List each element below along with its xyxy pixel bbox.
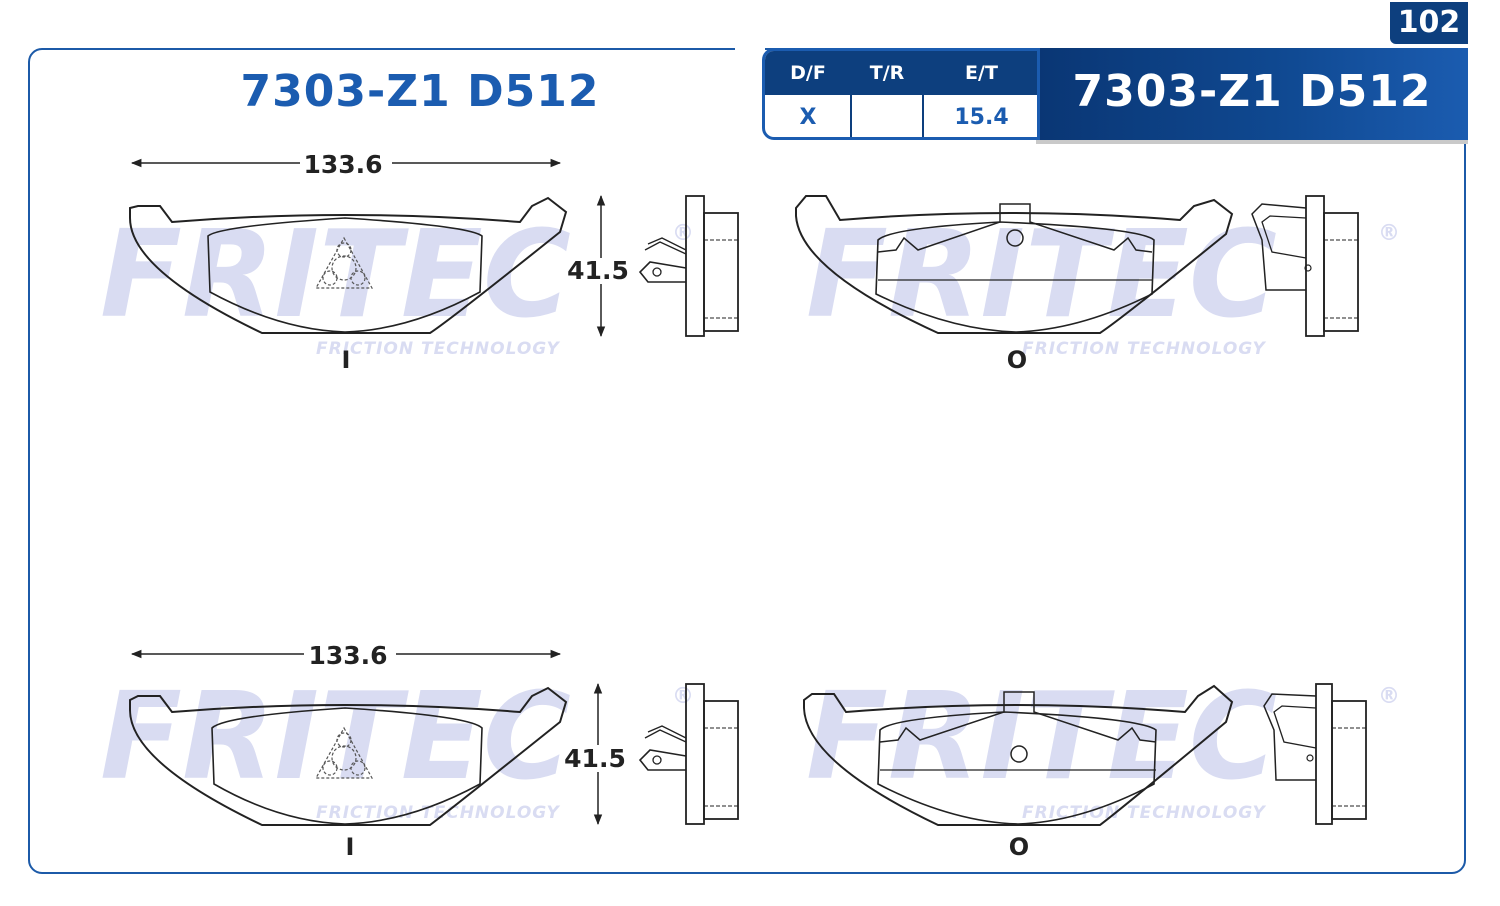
- inner-pad-side-view: [638, 683, 739, 825]
- spec-header-tr: T/R: [869, 62, 905, 84]
- spec-header-df: D/F: [790, 62, 826, 84]
- inner-pad-label: I: [342, 346, 351, 374]
- watermark-bottom-left: FRITEC ® FRICTION TECHNOLOGY: [100, 668, 694, 823]
- watermark-registered: ®: [1378, 221, 1400, 246]
- outer-pad-side-view: [1251, 195, 1359, 337]
- watermark-registered: ®: [672, 684, 694, 709]
- spec-divider: [850, 51, 852, 137]
- width-dimension: 133.6: [130, 641, 562, 670]
- spec-table-header: [765, 51, 1037, 95]
- watermark-tagline: FRICTION TECHNOLOGY: [1022, 339, 1267, 359]
- watermark-brand: FRITEC: [100, 206, 571, 345]
- watermark-tagline: FRICTION TECHNOLOGY: [1022, 803, 1267, 823]
- watermark-top-right: FRITEC ® FRICTION TECHNOLOGY: [806, 206, 1400, 359]
- title-banner: [1036, 48, 1468, 140]
- watermark-brand: FRITEC: [100, 668, 571, 807]
- watermark-registered: ®: [1378, 684, 1400, 709]
- inner-pad-front-view: [129, 196, 568, 334]
- spec-table: D/F T/R E/T X 15.4: [762, 48, 1040, 140]
- width-dimension-value: 133.6: [308, 641, 387, 670]
- spec-header-et: E/T: [965, 62, 998, 84]
- banner-title: 7303-Z1 D512: [1072, 66, 1432, 117]
- spec-divider: [922, 51, 924, 137]
- inner-pad-front-view: [129, 686, 568, 826]
- height-dimension-value: 41.5: [567, 256, 629, 285]
- spec-value-df: X: [799, 105, 817, 130]
- width-dimension-value: 133.6: [303, 150, 382, 179]
- width-dimension: 133.6: [130, 150, 562, 179]
- outer-pad-front-view: [795, 195, 1234, 334]
- watermark-bottom-right: FRITEC ® FRICTION TECHNOLOGY: [806, 668, 1400, 823]
- outer-pad-label: O: [1007, 346, 1027, 374]
- watermark-tagline: FRICTION TECHNOLOGY: [316, 803, 561, 823]
- spec-value-et: 15.4: [954, 105, 1009, 130]
- outer-pad-side-view: [1263, 683, 1367, 825]
- height-dimension: 41.5: [567, 194, 629, 338]
- watermark-brand: FRITEC: [806, 206, 1277, 345]
- outer-pad-label: O: [1009, 833, 1029, 861]
- frame-gap: [735, 44, 765, 54]
- page-number: 102: [1390, 2, 1468, 44]
- outer-pad-front-view: [803, 684, 1234, 826]
- part-title: 7303-Z1 D512: [240, 66, 600, 117]
- height-dimension-value: 41.5: [564, 744, 626, 773]
- height-dimension: 41.5: [564, 682, 626, 826]
- watermark-brand: FRITEC: [806, 668, 1277, 807]
- inner-pad-label: I: [346, 833, 355, 861]
- watermark-top-left: FRITEC ® FRICTION TECHNOLOGY: [100, 206, 694, 359]
- watermark-tagline: FRICTION TECHNOLOGY: [316, 339, 561, 359]
- inner-pad-side-view: [638, 195, 739, 337]
- watermark-registered: ®: [672, 221, 694, 246]
